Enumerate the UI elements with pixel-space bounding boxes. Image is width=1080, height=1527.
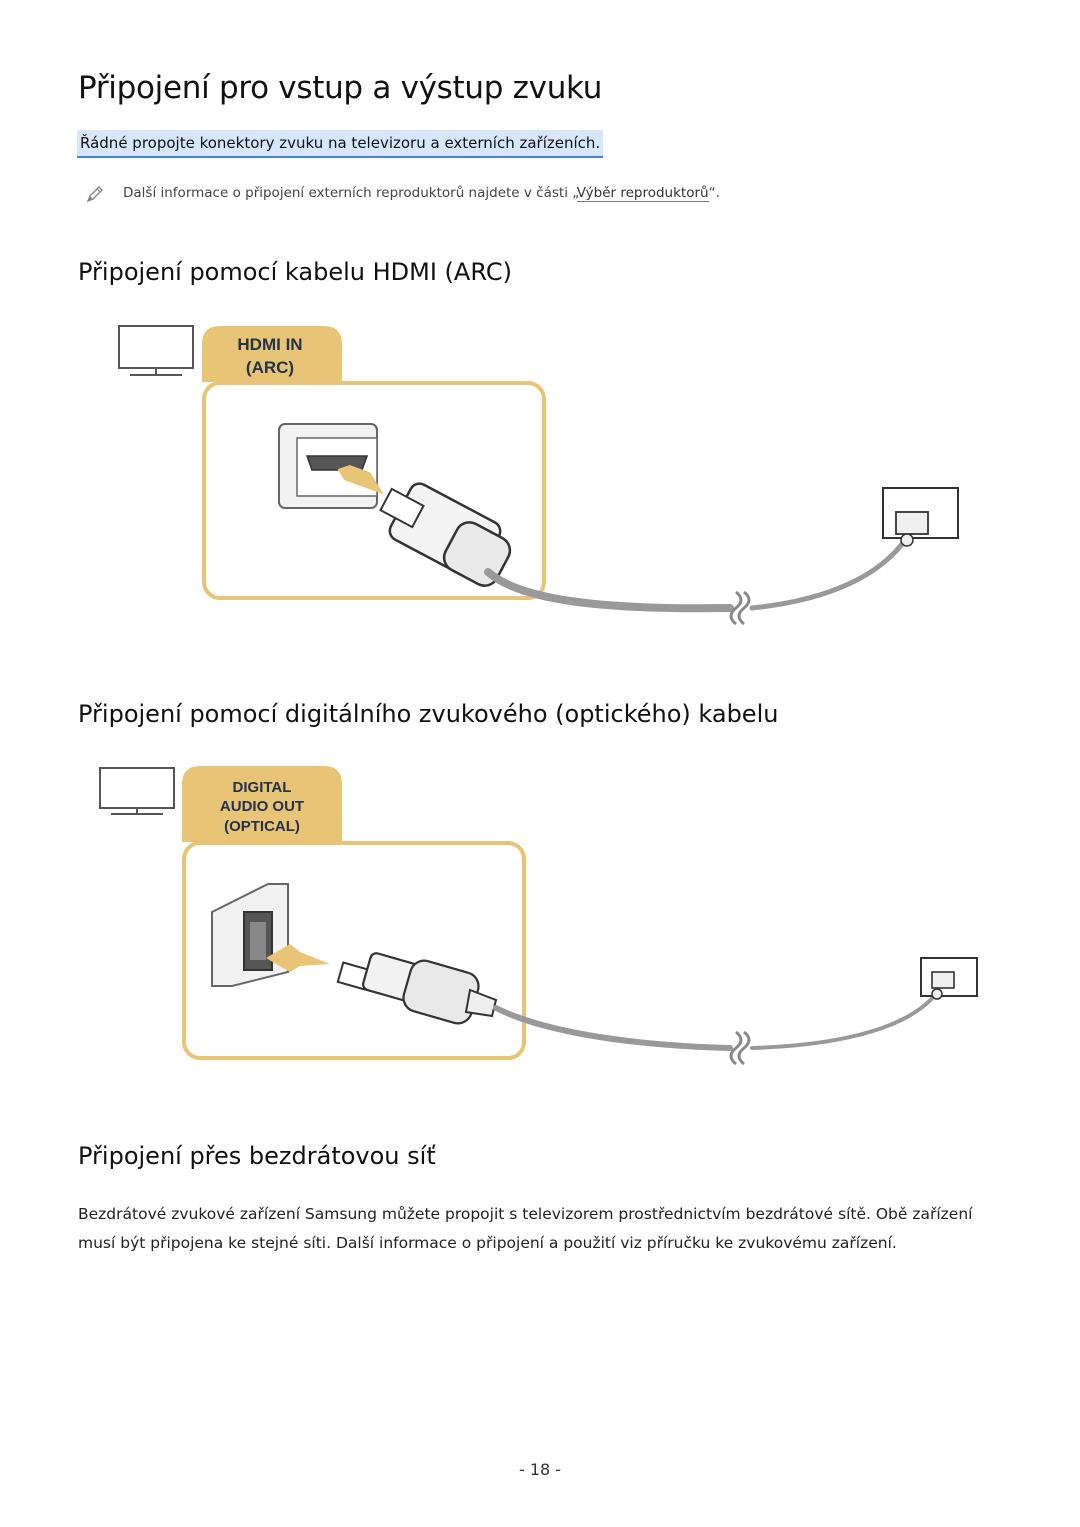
optical-insert-arrow (266, 944, 330, 972)
wireless-paragraph: Bezdrátové zvukové zařízení Samsung může… (78, 1205, 973, 1252)
optical-diagram: DIGITAL AUDIO OUT (OPTICAL) (99, 766, 978, 1066)
hdmi-plug-icon (379, 482, 512, 587)
tv-icon (99, 767, 175, 815)
cable-break-icon (729, 1030, 743, 1066)
section-heading-wireless: Připojení přes bezdrátovou síť (78, 1142, 436, 1170)
intro-highlight: Řádné propojte konektory zvuku na televi… (77, 130, 604, 158)
note-suffix: “. (708, 185, 720, 201)
optical-cable-left (493, 1005, 733, 1051)
hdmi-insert-arrow (337, 465, 384, 495)
optical-port-icon (211, 883, 289, 987)
hdmi-cable-right (749, 537, 908, 611)
page-title: Připojení pro vstup a výstup zvuku (78, 70, 603, 106)
page-number: - 18 - (518, 1460, 562, 1479)
hdmi-label-tab (202, 326, 342, 382)
optical-label-tab (182, 766, 342, 842)
hdmi-arc-diagram: HDMI IN (ARC) (118, 325, 959, 626)
section-heading-optical: Připojení pomocí digitálního zvukového (… (78, 700, 779, 728)
external-device-optical-port (920, 957, 978, 1000)
external-device-hdmi-port (882, 487, 959, 547)
hdmi-label-line1: HDMI IN (237, 335, 302, 354)
note-prefix: Další informace o připojení externích re… (123, 185, 577, 201)
optical-label-line1: DIGITAL (233, 779, 292, 796)
optical-label-line2: AUDIO OUT (220, 798, 304, 815)
hdmi-label-line2: (ARC) (246, 358, 294, 377)
pencil-note-icon (86, 186, 103, 203)
tv-icon (118, 325, 194, 376)
optical-cable-right (750, 993, 937, 1050)
hdmi-port-icon (278, 423, 378, 509)
note-text: Další informace o připojení externích re… (123, 185, 720, 202)
optical-plug-icon (336, 952, 498, 1025)
optical-label-line3: (OPTICAL) (224, 818, 300, 835)
hdmi-cable-left (484, 568, 734, 613)
section-heading-hdmi: Připojení pomocí kabelu HDMI (ARC) (78, 258, 512, 286)
cable-break-icon (729, 590, 743, 626)
speaker-selection-link[interactable]: Výběr reproduktorů (576, 185, 709, 202)
